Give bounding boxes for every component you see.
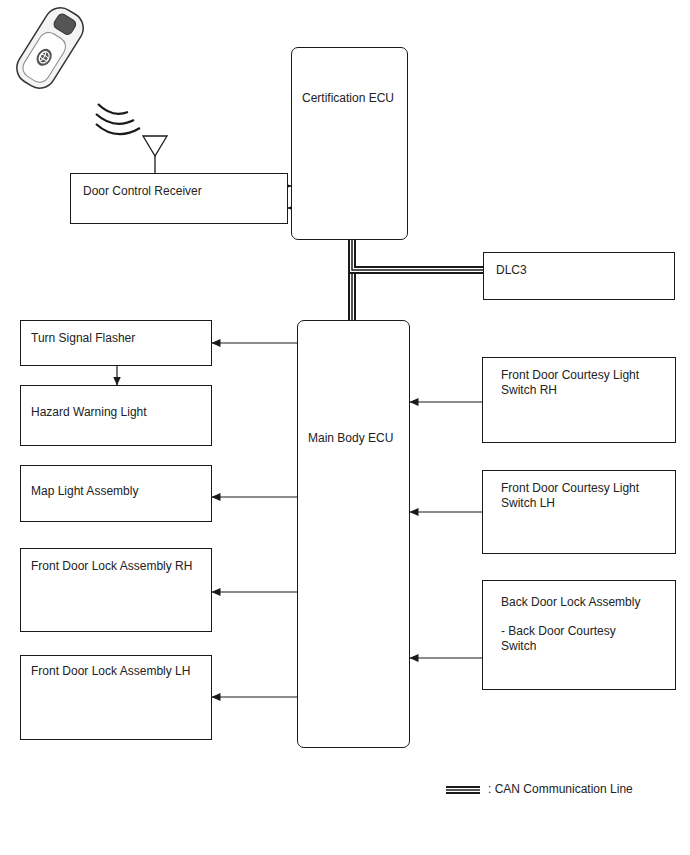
can-line-sample	[446, 790, 480, 791]
connector-box: DLC3	[483, 252, 675, 300]
connector	[117, 366, 118, 385]
connector	[410, 658, 482, 659]
box-label: Map Light Assembly	[31, 484, 203, 499]
key-fob	[11, 2, 89, 94]
flasher-box: Turn Signal Flasher	[20, 320, 212, 366]
box-label: Hazard Warning Light	[31, 405, 203, 420]
legend-entry: : CAN Communication Line	[484, 782, 633, 797]
box-label: Turn Signal Flasher	[31, 331, 203, 346]
connector	[212, 697, 297, 698]
box-label: Front Door Courtesy Light Switch RH	[501, 368, 666, 398]
box-label: DLC3	[496, 263, 666, 278]
switch-box: Front Door Courtesy Light Switch RH	[482, 357, 676, 443]
lock-box: Front Door Lock Assembly RH	[20, 548, 212, 632]
box-label: Back Door Lock Assembly	[501, 595, 667, 610]
ecu-box: Main Body ECU	[297, 320, 410, 748]
ecu-box: Certification ECU	[291, 47, 408, 240]
box-label: Front Door Courtesy Light Switch LH	[501, 481, 666, 511]
antenna-symbol	[143, 136, 167, 173]
light-box: Map Light Assembly	[20, 465, 212, 522]
lock-box: Front Door Lock Assembly LH	[20, 655, 212, 740]
radio-waves	[96, 104, 140, 134]
switch-box: Front Door Courtesy Light Switch LH	[482, 470, 676, 554]
connector	[410, 402, 482, 403]
box-label: Certification ECU	[302, 91, 399, 106]
receiver-box: Door Control Receiver	[70, 173, 288, 224]
lock-box: Back Door Lock Assembly - Back Door Court…	[482, 580, 676, 690]
connector	[212, 592, 297, 593]
connector	[212, 343, 297, 344]
box-label: Door Control Receiver	[83, 184, 279, 199]
connector	[352, 240, 483, 270]
box-label: Front Door Lock Assembly RH	[31, 559, 196, 574]
box-sublabel: - Back Door Courtesy Switch	[501, 624, 641, 654]
connector	[410, 512, 482, 513]
box-label: Main Body ECU	[308, 431, 401, 446]
box-label: Front Door Lock Assembly LH	[31, 664, 196, 679]
connector	[212, 497, 297, 498]
legend-text: : CAN Communication Line	[488, 782, 633, 797]
light-box: Hazard Warning Light	[20, 385, 212, 446]
